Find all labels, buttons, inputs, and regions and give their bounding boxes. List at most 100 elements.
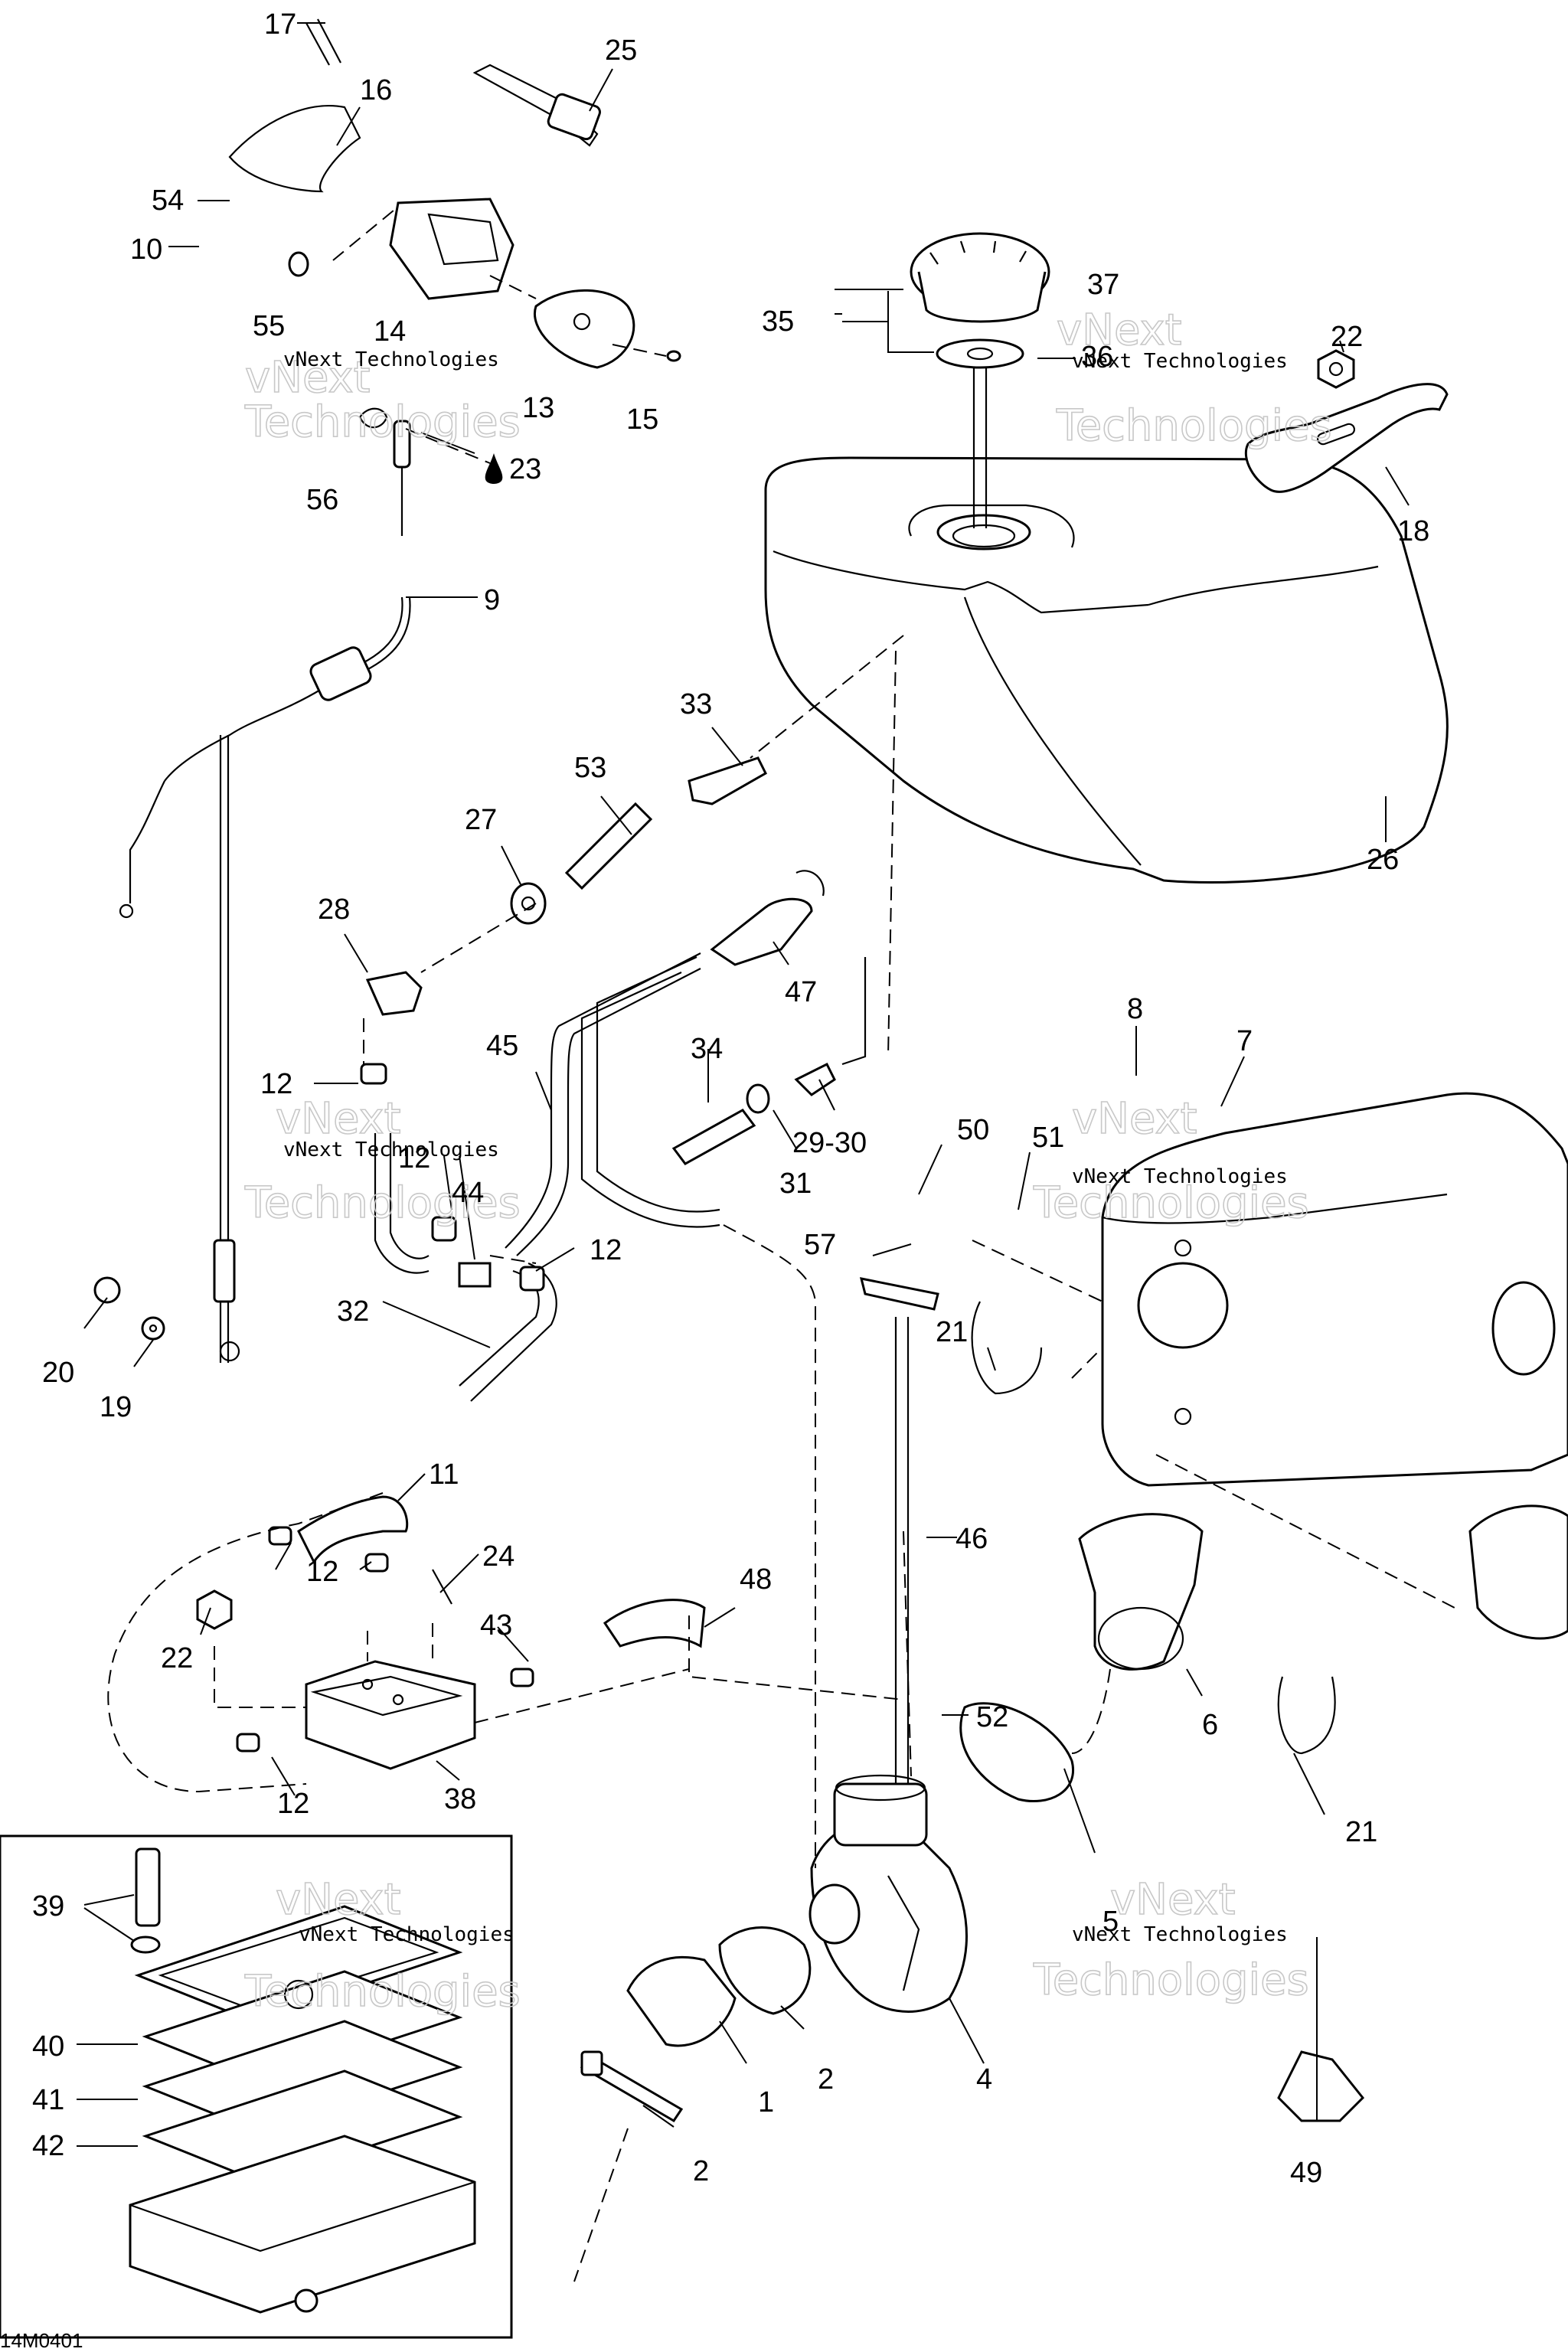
callout-11: 11 [429,1459,459,1491]
callout-27: 27 [465,804,497,836]
callout-22b: 22 [161,1642,193,1674]
callout-7: 7 [1236,1025,1253,1057]
callout-50: 50 [957,1114,989,1146]
callout-5: 5 [1102,1906,1119,1938]
callout-2a: 2 [818,2063,834,2096]
svg-text:vNext Technologies: vNext Technologies [283,348,499,371]
svg-text:Technologies: Technologies [244,1967,521,2017]
callout-1: 1 [758,2086,774,2118]
assembly-lines [107,206,1455,2282]
callout-12e: 12 [277,1788,309,1820]
svg-text:vNext: vNext [276,1094,401,1144]
callout-26: 26 [1367,844,1399,876]
callout-2930: 29-30 [792,1127,867,1159]
figure-code: 14M0401 [0,2329,83,2352]
callout-34: 34 [691,1033,723,1065]
callout-54: 54 [152,185,184,217]
watermark-block-6: vNext vNext Technologies Technologies [1032,1874,1309,2006]
watermark-block-1: vNext vNext Technologies Technologies [243,348,521,448]
callout-42: 42 [32,2130,64,2162]
air-box [1101,1092,1568,1640]
watermark-block-3: vNext vNext Technologies Technologies [243,1093,521,1229]
svg-text:Technologies: Technologies [244,1178,521,1228]
intake-adaptor [580,1926,812,2123]
svg-text:Technologies: Technologies [1033,1955,1309,2005]
fuel-fittings [360,756,867,1165]
callout-40: 40 [32,2030,64,2063]
callout-35: 35 [762,305,794,338]
callout-24: 24 [482,1540,514,1573]
callout-12b: 12 [398,1142,430,1174]
callout-36: 36 [1081,341,1113,373]
watermark-block-4: vNext vNext Technologies Technologies [1032,1093,1309,1229]
callout-9: 9 [484,584,500,616]
callout-12d: 12 [306,1556,338,1588]
callout-56: 56 [306,484,338,516]
callout-25: 25 [605,34,637,67]
callout-55: 55 [253,310,285,342]
hoses [93,952,720,1402]
callout-14: 14 [374,315,406,348]
callout-57: 57 [804,1229,836,1261]
callout-33: 33 [680,688,712,720]
callout-6: 6 [1202,1709,1218,1741]
callout-21a: 21 [936,1316,968,1348]
svg-text:vNext Technologies: vNext Technologies [283,1138,499,1161]
callout-44: 44 [452,1177,484,1209]
svg-text:vNext: vNext [245,353,371,403]
callout-51: 51 [1032,1122,1064,1154]
svg-text:vNext Technologies: vNext Technologies [1072,350,1288,373]
svg-text:vNext: vNext [276,1875,401,1925]
callout-52: 52 [976,1701,1008,1733]
callout-22a: 22 [1331,321,1363,353]
svg-text:vNext Technologies: vNext Technologies [299,1923,514,1946]
svg-text:vNext: vNext [1057,305,1182,355]
fuel-pump [196,1495,706,1770]
callout-12a: 12 [260,1068,292,1100]
tank-bracket [1244,349,1449,493]
callout-47: 47 [785,976,817,1008]
callout-15: 15 [626,403,658,436]
fuel-tank [764,456,1449,884]
callout-10: 10 [130,234,162,266]
watermark-block-5: vNext vNext Technologies Technologies [243,1874,521,2017]
callouts: 17 25 16 54 10 55 14 13 15 56 23 9 35 37… [0,8,1429,2352]
svg-text:vNext Technologies: vNext Technologies [1072,1165,1288,1188]
callout-28: 28 [318,893,350,926]
callout-39: 39 [32,1890,64,1922]
callout-12c: 12 [590,1234,622,1266]
svg-text:Technologies: Technologies [244,397,521,447]
callout-49: 49 [1290,2157,1322,2189]
callout-16: 16 [360,74,392,106]
callout-45: 45 [486,1030,518,1062]
callout-43: 43 [480,1609,512,1642]
callout-21b: 21 [1345,1816,1377,1848]
svg-text:Technologies: Technologies [1056,401,1332,451]
callout-18: 18 [1397,515,1429,547]
oil-drop-icon [485,453,503,484]
pump-inset [0,1834,513,2339]
fuel-cap [910,232,1050,528]
callout-31: 31 [779,1168,812,1200]
throttle-housing [228,18,681,429]
callout-13: 13 [522,392,554,424]
svg-text:Technologies: Technologies [1033,1178,1309,1228]
svg-text:vNext Technologies: vNext Technologies [1072,1923,1288,1946]
carburetor [808,1277,968,2013]
svg-text:vNext: vNext [1072,1094,1197,1144]
intake-boot [959,1301,1365,2122]
throttle-cable [119,420,411,1363]
callout-48: 48 [740,1563,772,1596]
callout-46: 46 [956,1523,988,1555]
callout-20: 20 [42,1357,74,1389]
callout-2b: 2 [693,2155,709,2187]
watermark: vNext vNext Technologies Technologies vN… [243,305,1332,2017]
callout-17: 17 [264,8,296,41]
parts-drawing [0,18,1568,2339]
callout-19: 19 [100,1391,132,1423]
svg-text:vNext: vNext [1110,1875,1236,1925]
leader-lines [77,22,1410,2147]
callout-23: 23 [509,453,541,485]
callout-8: 8 [1127,993,1143,1025]
